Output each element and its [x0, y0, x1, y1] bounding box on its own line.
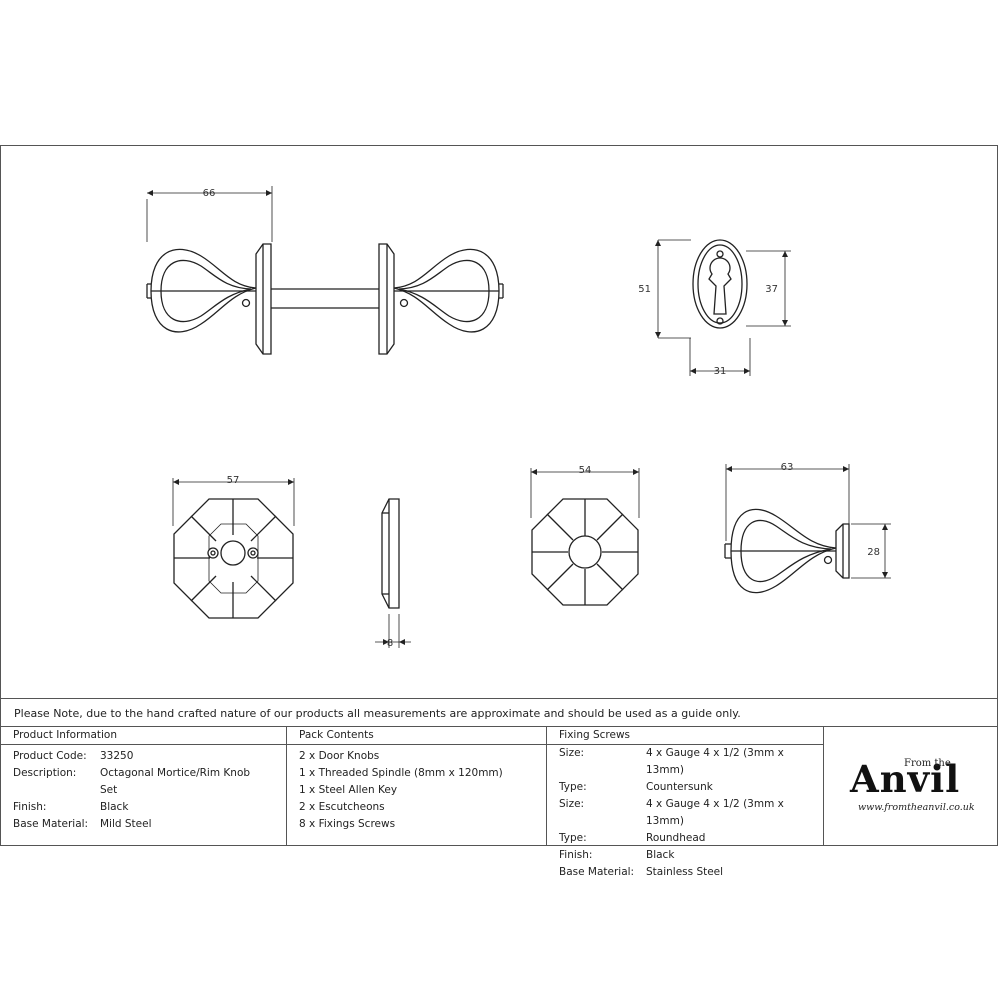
- screw-row: Finish:Black: [559, 849, 675, 861]
- pack-contents-heading: Pack Contents: [287, 727, 546, 745]
- dim-plain-rose-diameter: 54: [579, 465, 592, 476]
- rose-side-view: 8: [375, 498, 411, 649]
- logo-brand: Anvil: [850, 757, 961, 801]
- dim-knob-length: 66: [203, 188, 216, 199]
- dim-keyhole-height: 37: [765, 284, 778, 295]
- dim-rose-thickness: 8: [387, 638, 393, 649]
- screw-row: Size:4 x Gauge 4 x 1/2 (3mm x 13mm): [559, 747, 784, 776]
- fixing-screws-panel: Fixing Screws Size:4 x Gauge 4 x 1/2 (3m…: [547, 727, 824, 878]
- screw-row: Size:4 x Gauge 4 x 1/2 (3mm x 13mm): [559, 798, 784, 827]
- logo-url: www.fromtheanvil.co.uk: [858, 802, 975, 813]
- single-knob-side-view: 63 28: [724, 462, 891, 594]
- dim-escutcheon-height: 51: [638, 284, 651, 295]
- info-row: Description:Octagonal Mortice/Rim Knob: [13, 767, 251, 779]
- screw-row: Type:Countersunk: [559, 781, 713, 793]
- knob-set-side-view: 66: [146, 186, 504, 355]
- from-the-anvil-logo: Anvil From the www.fromtheanvil.co.uk: [850, 757, 980, 817]
- technical-drawing: 66: [146, 186, 891, 649]
- info-row: Product Code:33250: [13, 750, 134, 762]
- screw-row: Base Material:Stainless Steel: [559, 866, 724, 878]
- drawing-sheet: 66: [0, 145, 998, 878]
- escutcheon-view: 51 37 31: [638, 239, 791, 377]
- info-row: Finish:Black: [13, 801, 129, 813]
- logo-prefix: From the: [904, 758, 951, 769]
- pack-contents-panel: Pack Contents 2 x Door Knobs 1 x Threade…: [287, 727, 547, 846]
- pack-item: 2 x Door Knobs: [299, 750, 380, 762]
- pack-item: 1 x Threaded Spindle (8mm x 120mm): [299, 767, 503, 779]
- dim-escutcheon-width: 31: [714, 366, 727, 377]
- plain-rose-front-view: 54: [530, 465, 640, 606]
- info-row: Set: [100, 784, 118, 796]
- fixing-screws-heading: Fixing Screws: [547, 727, 823, 745]
- dim-knob-diameter: 28: [867, 547, 880, 558]
- pack-item: 1 x Steel Allen Key: [299, 784, 398, 796]
- measurement-note: Please Note, due to the hand crafted nat…: [1, 698, 997, 727]
- pack-item: 2 x Escutcheons: [299, 801, 385, 813]
- product-information-heading: Product Information: [1, 727, 286, 745]
- info-row: Base Material:Mild Steel: [13, 818, 152, 830]
- screw-row: Type:Roundhead: [559, 832, 706, 844]
- dim-rose-diameter: 57: [227, 475, 240, 486]
- rose-front-view: 57: [172, 475, 295, 619]
- dim-knob-projection: 63: [781, 462, 794, 473]
- product-information-panel: Product Information Product Code:33250 D…: [1, 727, 287, 846]
- pack-item: 8 x Fixings Screws: [299, 818, 396, 830]
